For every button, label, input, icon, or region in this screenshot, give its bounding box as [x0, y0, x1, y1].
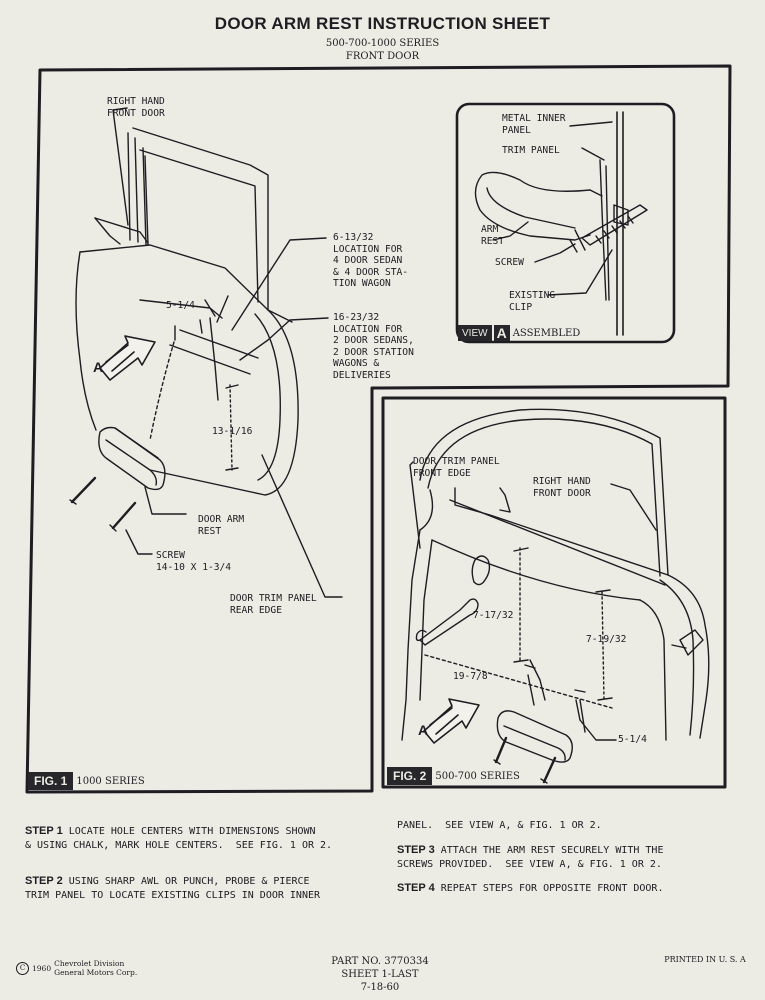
- sheet-number: SHEET 1-LAST: [341, 969, 419, 980]
- sheet-date: 7-18-60: [360, 982, 400, 993]
- view-a-callout-arm-rest: ARM REST: [481, 224, 505, 247]
- copyright-icon: C: [16, 961, 29, 975]
- printed-in-usa: PRINTED IN U. S. A: [664, 955, 746, 964]
- fig1-label: FIG. 1: [28, 772, 74, 790]
- fig2-view-arrow: [423, 698, 480, 744]
- fig1-callout-screw: SCREW 14-10 X 1-3/4: [156, 550, 232, 573]
- view-a-callout-existing-clip: EXISTING CLIP: [509, 290, 556, 313]
- step-2-continued: PANEL. SEE VIEW A, & FIG. 1 OR 2.: [397, 819, 747, 833]
- sheet-title: DOOR ARM REST INSTRUCTION SHEET: [214, 14, 551, 33]
- view-a-word: VIEW: [458, 325, 492, 341]
- step-2-text: USING SHARP AWL OR PUNCH, PROBE & PIERCE…: [25, 876, 321, 901]
- step-1-label: STEP 1: [25, 825, 63, 837]
- step-4-text: REPEAT STEPS FOR OPPOSITE FRONT DOOR.: [440, 883, 664, 894]
- view-a-tag: VIEW A ASSEMBLED: [458, 325, 580, 341]
- fig2-callout-right-hand-front-door: RIGHT HAND FRONT DOOR: [533, 476, 591, 499]
- step-3-label: STEP 3: [397, 844, 435, 856]
- fig2-tag: FIG. 2 500-700 SERIES: [387, 767, 520, 785]
- view-a-frame: [455, 102, 676, 344]
- view-a-callout-screw: SCREW: [495, 257, 524, 268]
- fig2-door-drawing: [401, 408, 710, 784]
- fig1-dimension-13-1-16: 13-1/16: [212, 426, 253, 437]
- copyright-year: 1960: [32, 963, 52, 973]
- copyright-block: C 1960 Chevrolet Division General Motors…: [16, 959, 137, 977]
- fig2-view-arrow-letter: A: [418, 722, 429, 738]
- fig2-callout-trim-front-edge: DOOR TRIM PANEL FRONT EDGE: [413, 456, 500, 479]
- step-4-label: STEP 4: [397, 882, 435, 894]
- series-subtitle: 500-700-1000 SERIES: [325, 38, 440, 49]
- step-3-text: ATTACH THE ARM REST SECURELY WITH THE SC…: [397, 845, 664, 870]
- view-a-callout-trim-panel: TRIM PANEL: [502, 145, 560, 156]
- fig2-dimension-19-7-8: 19-7/8: [453, 671, 488, 682]
- view-a-callout-metal-inner-panel: METAL INNER PANEL: [502, 113, 566, 136]
- fig1-tag: FIG. 1 1000 SERIES: [28, 772, 145, 790]
- part-number-block: PART NO. 3770334 SHEET 1-LAST 7-18-60: [300, 955, 460, 994]
- part-number: PART NO. 3770334: [331, 956, 429, 967]
- fig1-dimension-5-1-4: 5-1/4: [166, 300, 195, 311]
- fig2-dimension-5-1-4: 5-1/4: [618, 734, 647, 745]
- fig1-callout-trim-panel-rear-edge: DOOR TRIM PANEL REAR EDGE: [230, 593, 317, 616]
- fig1-view-arrow: [99, 335, 156, 381]
- fig1-series: 1000 SERIES: [76, 775, 145, 787]
- step-4: STEP 4 REPEAT STEPS FOR OPPOSITE FRONT DO…: [397, 881, 747, 896]
- view-a-detail-drawing: [474, 111, 648, 336]
- fig2-frame: [381, 396, 727, 789]
- fig2-label: FIG. 2: [387, 767, 433, 785]
- fig1-callout-right-hand-front-door: RIGHT HAND FRONT DOOR: [107, 96, 165, 119]
- fig1-view-arrow-letter: A: [93, 359, 104, 375]
- fig2-series: 500-700 SERIES: [435, 770, 520, 782]
- fig1-callout-door-arm-rest: DOOR ARM REST: [198, 514, 245, 537]
- copyright-company: Chevrolet Division General Motors Corp.: [54, 959, 138, 977]
- fig2-dimension-7-17-32: 7-17/32: [473, 610, 514, 621]
- step-2-label: STEP 2: [25, 875, 63, 887]
- step-1-text: LOCATE HOLE CENTERS WITH DIMENSIONS SHOW…: [25, 826, 333, 851]
- view-a-label: ASSEMBLED: [512, 327, 581, 339]
- step-2-continued-text: PANEL. SEE VIEW A, & FIG. 1 OR 2.: [397, 820, 602, 831]
- fig2-dimension-7-19-32: 7-19/32: [586, 634, 627, 645]
- front-door-subtitle: FRONT DOOR: [345, 51, 420, 62]
- fig1-callout-2-door-location: 16-23/32 LOCATION FOR 2 DOOR SEDANS, 2 D…: [333, 312, 414, 381]
- fig1-callout-4-door-location: 6-13/32 LOCATION FOR 4 DOOR SEDAN & 4 DO…: [333, 232, 409, 289]
- fig1-frame: [25, 64, 732, 794]
- view-a-letter: A: [493, 325, 510, 341]
- fig1-door-drawing: [69, 107, 343, 598]
